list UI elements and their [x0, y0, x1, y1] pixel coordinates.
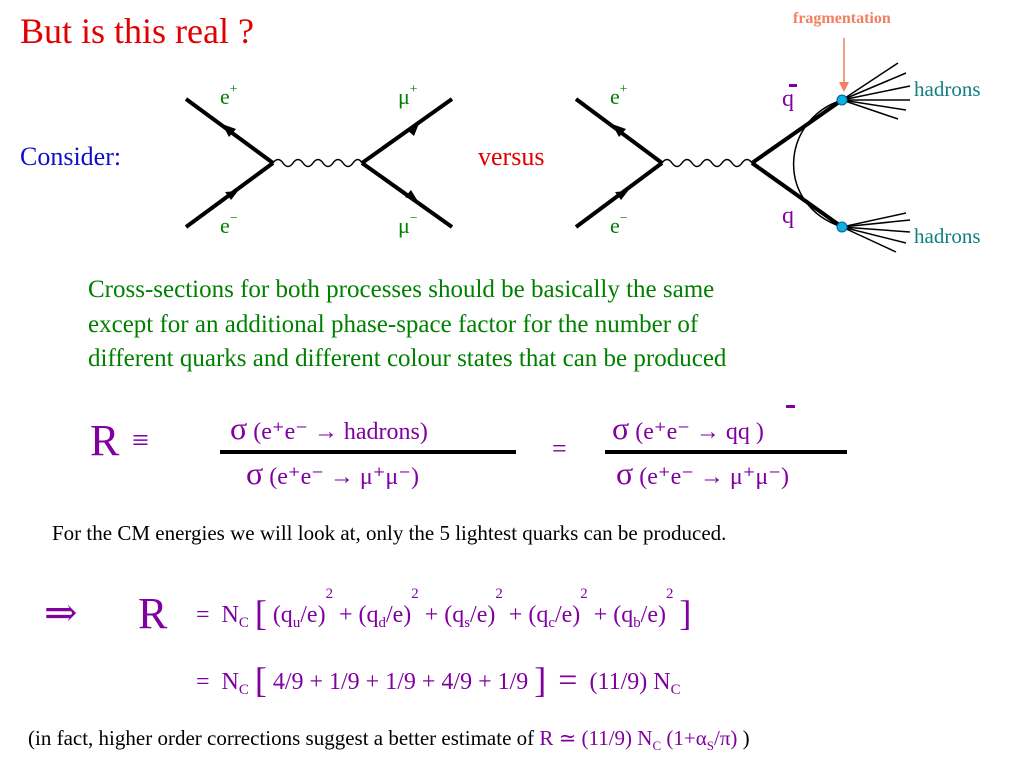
- footnote: (in fact, higher order corrections sugge…: [28, 726, 750, 753]
- photon-propagator-2: [661, 158, 753, 168]
- label-mu-plus: μ+: [398, 81, 418, 109]
- qq-overline: [786, 405, 795, 408]
- quark-vertex-top: [836, 94, 848, 106]
- label-q: q: [782, 203, 794, 229]
- consider-label: Consider:: [20, 142, 122, 171]
- photon-propagator-1: [272, 158, 363, 168]
- hadrons-bottom-label: hadrons: [914, 224, 981, 248]
- implies-arrow: ⇒: [44, 590, 78, 635]
- value-formula: = NC [ 4/9 + 1/9 + 1/9 + 4/9 + 1/9 ] = (…: [196, 660, 681, 700]
- q-bar-overline: [789, 84, 797, 87]
- arrows-2: [612, 124, 628, 200]
- equals-sign: =: [552, 434, 567, 463]
- cm-energies-sentence: For the CM energies we will look at, onl…: [52, 521, 727, 545]
- diagram-ee-to-qq: [574, 97, 844, 229]
- sum-formula: = NC [ (qu/e)2 + (qd/e)2 + (qs/e)2 + (qc…: [196, 586, 692, 633]
- label-e-plus-2: e+: [610, 81, 628, 109]
- arrows-1: [222, 121, 420, 203]
- numerator-1: σ (e⁺e⁻ → hadrons): [230, 410, 428, 446]
- equiv-symbol: ≡: [132, 424, 149, 457]
- label-q-bar: q: [782, 86, 794, 112]
- label-mu-minus: μ−: [398, 210, 418, 238]
- paragraph-line-1: Cross-sections for both processes should…: [88, 276, 715, 303]
- feynman-diagrams: [184, 38, 911, 253]
- label-e-minus-2: e−: [610, 210, 628, 238]
- fraction-bar-1: [220, 450, 516, 454]
- slide-title: But is this real ?: [20, 11, 254, 51]
- paragraph-line-2: except for an additional phase-space fac…: [88, 311, 699, 338]
- hadron-jet-top: [841, 62, 911, 120]
- diagram-ee-to-mumu: [184, 97, 454, 229]
- denominator-1: σ (e⁺e⁻ → μ⁺μ⁻): [246, 455, 419, 491]
- hadron-jet-bottom: [841, 212, 911, 253]
- sum-terms: (qu/e)2 + (qd/e)2 + (qs/e)2 + (qc/e)2 + …: [272, 586, 674, 632]
- R-symbol: R: [90, 416, 120, 465]
- numerator-2: σ (e⁺e⁻ → qq ): [612, 410, 764, 446]
- fragmentation-label: fragmentation: [793, 10, 891, 27]
- label-e-minus-1: e−: [220, 210, 238, 238]
- R-symbol-2: R: [138, 589, 168, 638]
- colour-string: [792, 99, 843, 228]
- versus-label: versus: [478, 142, 545, 171]
- denominator-2: σ (e⁺e⁻ → μ⁺μ⁻): [616, 455, 789, 491]
- label-e-plus-1: e+: [220, 81, 238, 109]
- hadrons-top-label: hadrons: [914, 77, 981, 101]
- paragraph-line-3: different quarks and different colour st…: [88, 345, 727, 372]
- estimate: R ≃ (11/9) NC (1+αS/π): [539, 726, 738, 753]
- fraction-bar-2: [605, 450, 847, 454]
- quark-vertex-bottom: [836, 221, 848, 233]
